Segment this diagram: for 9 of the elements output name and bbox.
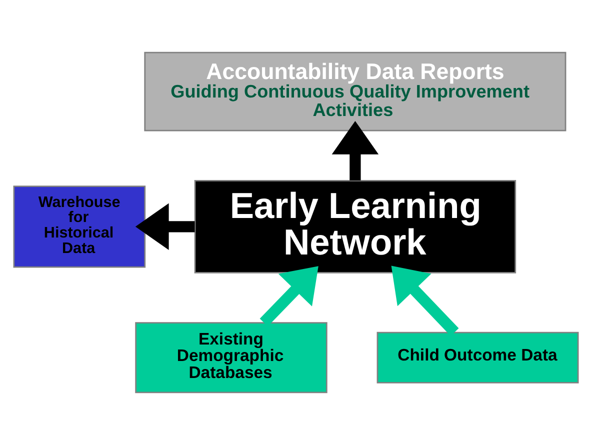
node-box: Accountability Data Reports Guiding Continuous Quality Improvement Activities (144, 51, 566, 131)
node-box: Warehouse for Historical Data (13, 185, 146, 268)
node-box: Child Outcome Data (376, 331, 579, 383)
node-box: Existing Demographic Databases (135, 322, 328, 393)
node-box: Early Learning Network (194, 180, 516, 273)
arrow (135, 202, 195, 250)
arrow (260, 266, 318, 326)
arrow (332, 120, 379, 180)
arrow (391, 265, 459, 336)
